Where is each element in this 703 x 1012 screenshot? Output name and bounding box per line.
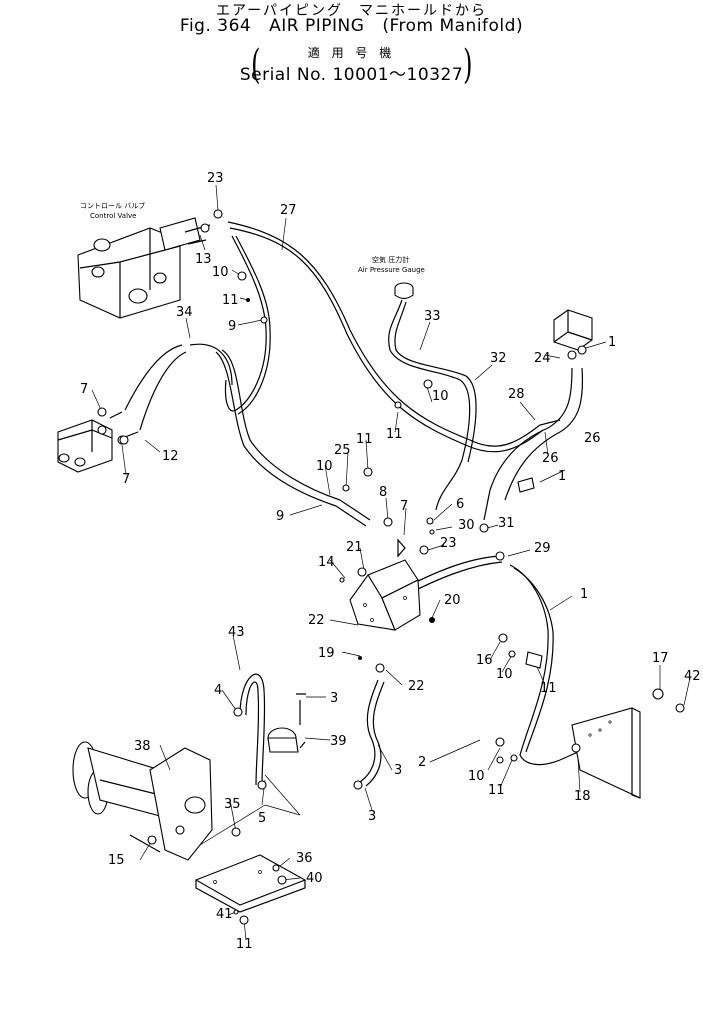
callout-4: 4 [214,683,222,698]
air-pressure-gauge: 空気 圧力計 Air Pressure Gauge [358,255,425,300]
callout-23: 23 [207,171,224,186]
figure-subtitle: (From Manifold) [382,16,524,36]
callout-10: 10 [212,265,229,280]
callout-26: 26 [584,431,601,446]
horn-bracket [194,774,307,913]
callout-12: 12 [162,449,179,464]
callout-28: 28 [508,387,525,402]
callout-39: 39 [330,734,347,749]
callout-22: 22 [408,679,425,694]
figure-name: AIR PIPING [269,16,365,36]
callout-2: 2 [418,755,426,770]
callout-8: 8 [379,485,387,500]
callout-27: 27 [280,203,297,218]
callout-35: 35 [224,797,241,812]
callout-11: 11 [236,937,253,952]
callout-9: 9 [228,319,236,334]
callout-29: 29 [534,541,551,556]
mounting-bracket [349,538,421,631]
callout-11: 11 [222,293,239,308]
gauge-label: Air Pressure Gauge [358,266,425,274]
callout-19: 19 [318,646,335,661]
callout-23: 23 [440,536,457,551]
callout-7: 7 [122,472,130,487]
callout-42: 42 [684,669,701,684]
callout-13: 13 [195,252,212,267]
callout-1: 1 [558,469,566,484]
callout-26: 26 [542,451,559,466]
callout-10: 10 [316,459,333,474]
callout-3: 3 [394,763,402,778]
callout-11: 11 [540,681,557,696]
callout-40: 40 [306,871,323,886]
japanese-title: エアーパイピング マニホールドから [215,3,488,19]
callout-1: 1 [608,335,616,350]
callout-36: 36 [296,851,313,866]
callout-15: 15 [108,853,125,868]
callout-1: 1 [580,587,588,602]
callout-3: 3 [330,691,338,706]
callout-43: 43 [228,625,245,640]
callout-10: 10 [468,769,485,784]
callout-10: 10 [432,389,449,404]
figure-title: Fig. 364 AIR PIPING (From Manifold) [0,16,703,36]
pressure-switch [553,309,593,360]
callout-41: 41 [216,907,233,922]
control-valve-label: Control Valve [90,212,136,220]
horn-valve [267,693,306,753]
bracket-left: ( [251,42,261,88]
callout-34: 34 [176,305,193,320]
callout-7: 7 [80,382,88,397]
left-relay-valve [57,411,139,473]
callout-3: 3 [368,809,376,824]
callout-32: 32 [490,351,507,366]
callout-11: 11 [488,783,505,798]
callout-17: 17 [652,651,669,666]
gauge-jp-label: 空気 圧力計 [372,255,409,264]
callout-6: 6 [456,497,464,512]
callout-33: 33 [424,309,441,324]
callout-25: 25 [334,443,351,458]
callout-20: 20 [444,593,461,608]
callout-5: 5 [258,811,266,826]
serial-range: Serial No. 10001～10327 [239,65,464,85]
callout-38: 38 [134,739,151,754]
figure-number: Fig. 364 [179,16,252,36]
callout-14: 14 [318,555,335,570]
callout-21: 21 [346,540,363,555]
callout-10: 10 [496,667,513,682]
callout-7: 7 [400,499,408,514]
applicable-models-jp: 適 用 号 機 [307,46,396,60]
callout-22: 22 [308,613,325,628]
pipe-lines [124,221,584,787]
fittings [97,209,685,925]
callout-18: 18 [574,789,591,804]
callout-9: 9 [276,509,284,524]
air-horn [72,741,213,861]
bracket-right: ) [463,42,473,88]
callout-11: 11 [356,432,373,447]
callout-24: 24 [534,351,551,366]
control-valve-assembly: コントロール バルブ Control Valve [77,201,211,319]
callout-16: 16 [476,653,493,668]
air-tank-plate [571,707,641,799]
control-valve-jp-label: コントロール バルブ [80,201,145,210]
callout-31: 31 [498,516,515,531]
callout-30: 30 [458,518,475,533]
callout-11: 11 [386,427,403,442]
